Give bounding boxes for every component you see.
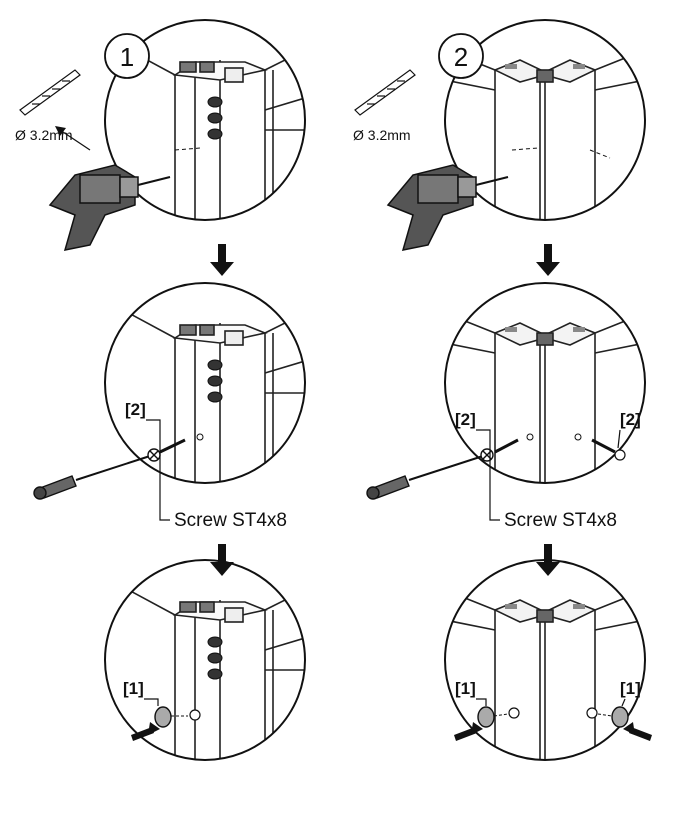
- drill-icon-right: [387, 164, 509, 251]
- step-badge-2: [438, 33, 484, 79]
- step-number-1: 1: [120, 42, 134, 72]
- screw-label-right-a: [2]: [455, 410, 476, 429]
- screw-label-right-b: [2]: [620, 410, 641, 429]
- drill-bit-icon: [19, 69, 81, 116]
- step-badge-1: [104, 33, 150, 79]
- cover-cap-left: [154, 706, 172, 728]
- screw-label-left: [2]: [125, 400, 146, 419]
- screw-caption-right: Screw ST4x8: [504, 510, 617, 531]
- cover-cap-right-a: [477, 706, 495, 728]
- cover-cap-right-b: [611, 706, 629, 728]
- panel-step2-cap: [1] [1]: [444, 559, 652, 761]
- arrow-down-2: [536, 244, 560, 276]
- screw-caption-left: Screw ST4x8: [174, 510, 287, 531]
- panel-step1-cap: [1]: [104, 559, 306, 761]
- cap-label-left: [1]: [123, 679, 144, 698]
- step-number-2: 2: [454, 42, 468, 72]
- drill-bit-icon-right: [354, 69, 416, 116]
- panel-step2-screw: [2] [2] Screw ST4x8: [366, 282, 646, 531]
- panel-step1-drill: 1 Ø 3.2mm: [15, 19, 306, 251]
- drill-bit-size-right: Ø 3.2mm: [353, 127, 411, 143]
- cap-label-right-a: [1]: [455, 679, 476, 698]
- panel-step1-screw: [2] Screw ST4x8: [33, 282, 306, 531]
- cap-label-right-b: [1]: [620, 679, 641, 698]
- drill-icon: [49, 164, 171, 251]
- screwdriver-icon-right: [366, 448, 494, 500]
- screwdriver-icon: [33, 448, 161, 500]
- arrow-down-1: [210, 244, 234, 276]
- panel-step2-drill: 2 Ø 3.2mm: [353, 19, 646, 251]
